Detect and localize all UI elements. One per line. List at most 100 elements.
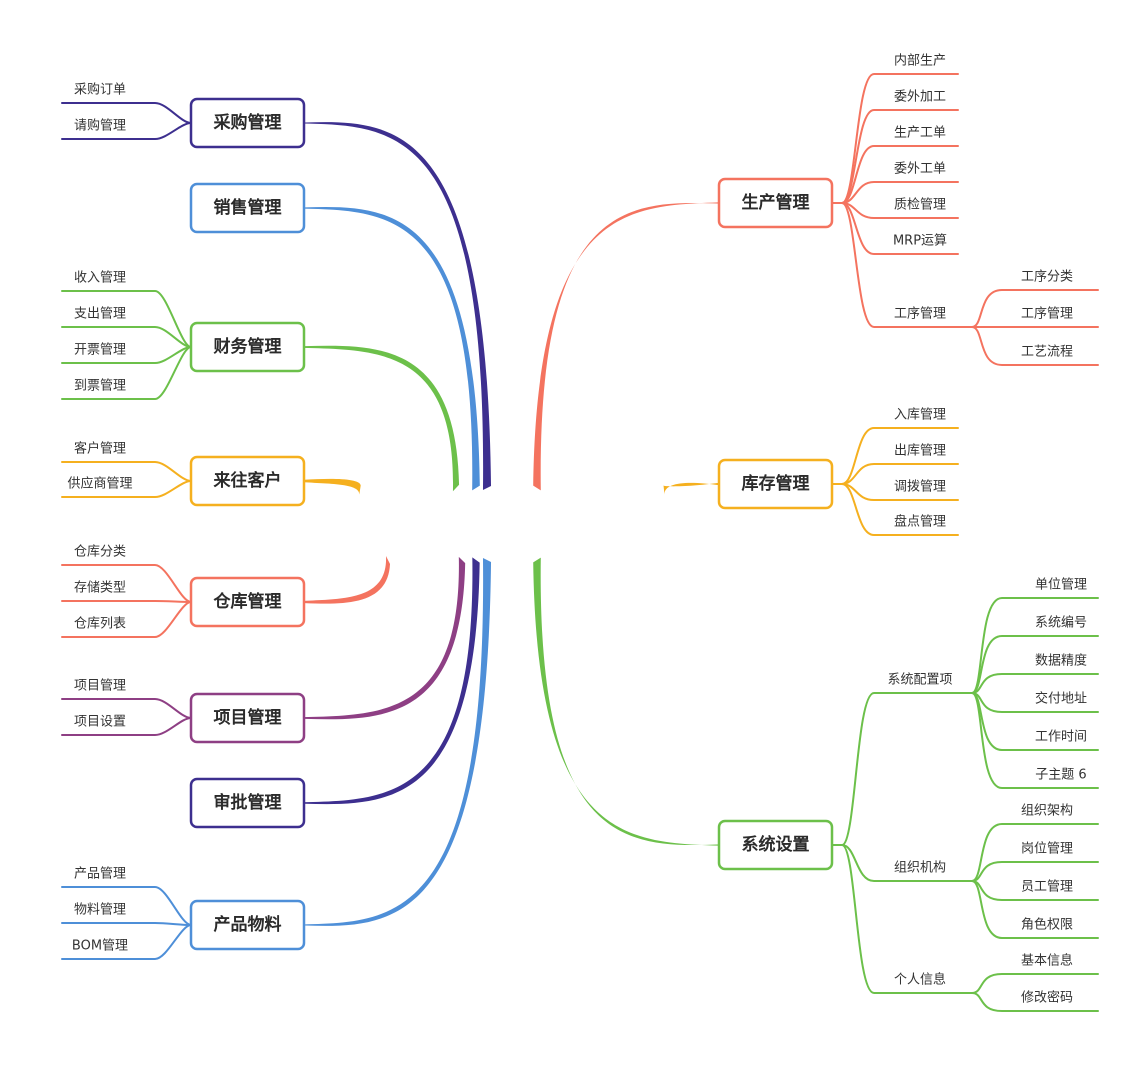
connector-root-left-0 xyxy=(302,122,492,491)
leaf-left-5-1: 项目设置 xyxy=(74,715,126,730)
leaf-connector-left-7-1 xyxy=(61,922,192,926)
main-node-label: 库存管理 xyxy=(742,473,810,494)
subleaf-right-0-6-1: 工序管理 xyxy=(1021,307,1073,322)
main-node-left-3[interactable]: 来往客户 xyxy=(189,455,306,507)
leaf-right-2-1: 组织机构 xyxy=(894,861,946,876)
main-node-label: 采购管理 xyxy=(213,112,282,133)
leaf-connector-left-7-0 xyxy=(61,886,192,926)
subleaf-right-2-2-1: 修改密码 xyxy=(1021,990,1073,1006)
leaf-left-0-0: 采购订单 xyxy=(74,82,126,98)
leaf-connector-left-5-0 xyxy=(61,698,192,719)
leaf-right-2-2: 个人信息 xyxy=(894,972,946,988)
connector-root-left-2 xyxy=(303,345,460,492)
connector-root-left-3 xyxy=(303,478,361,495)
main-node-label: 仓库管理 xyxy=(213,591,282,612)
leaf-right-1-1: 出库管理 xyxy=(894,443,946,459)
subleaf-connector-right-0-6-2 xyxy=(971,326,1099,366)
leaf-left-4-1: 存储类型 xyxy=(74,581,126,596)
subleaf-connector-right-2-1-1 xyxy=(971,861,1099,882)
leaf-connector-right-2-2 xyxy=(831,844,973,994)
connector-root-left-7 xyxy=(302,557,492,926)
leaf-left-5-0: 项目管理 xyxy=(74,679,126,694)
subleaf-right-2-0-5: 子主题 6 xyxy=(1035,768,1086,783)
subleaf-connector-right-2-0-5 xyxy=(971,692,1099,789)
main-node-label: 来往客户 xyxy=(213,470,282,491)
subleaf-right-2-0-4: 工作时间 xyxy=(1035,730,1087,745)
leaf-connector-left-3-1 xyxy=(61,480,192,498)
connector-root-right-2 xyxy=(533,557,721,846)
subleaf-right-2-0-1: 系统编号 xyxy=(1035,616,1087,631)
leaf-right-0-4: 质检管理 xyxy=(894,198,946,213)
main-node-label: 财务管理 xyxy=(213,336,282,357)
main-node-label: 销售管理 xyxy=(214,197,282,218)
main-node-left-2[interactable]: 财务管理 xyxy=(189,321,306,373)
leaf-connector-left-4-0 xyxy=(61,564,192,603)
leaf-connector-right-1-3 xyxy=(831,483,959,536)
main-node-left-1[interactable]: 销售管理 xyxy=(189,182,306,234)
leaf-left-3-0: 客户管理 xyxy=(74,441,126,457)
subleaf-connector-right-2-0-0 xyxy=(971,597,1099,694)
leaf-left-7-1: 物料管理 xyxy=(74,903,126,918)
subleaf-connector-right-2-0-2 xyxy=(971,673,1099,694)
leaf-right-1-2: 调拨管理 xyxy=(894,480,946,495)
leaf-connector-right-2-0 xyxy=(831,692,973,846)
connectors xyxy=(61,73,1099,1012)
subleaf-right-2-0-3: 交付地址 xyxy=(1035,691,1087,707)
leaf-left-0-1: 请购管理 xyxy=(74,118,126,134)
main-node-right-0[interactable]: 生产管理 xyxy=(717,177,834,229)
leaf-right-0-5: MRP运算 xyxy=(893,234,947,249)
main-node-left-0[interactable]: 采购管理 xyxy=(189,97,306,149)
leaf-right-0-1: 委外加工 xyxy=(894,90,946,105)
connector-root-left-4 xyxy=(303,555,391,604)
subleaf-connector-right-2-0-1 xyxy=(971,635,1099,694)
main-node-right-2[interactable]: 系统设置 xyxy=(717,819,834,871)
leaf-right-0-3: 委外工单 xyxy=(894,162,946,177)
leaf-connector-left-5-1 xyxy=(61,717,192,736)
subleaf-connector-right-2-2-1 xyxy=(971,992,1099,1012)
main-node-right-1[interactable]: 库存管理 xyxy=(717,458,834,510)
leaf-left-2-0: 收入管理 xyxy=(74,271,126,286)
leaf-left-3-1: 供应商管理 xyxy=(67,476,132,492)
subleaf-right-2-1-1: 岗位管理 xyxy=(1021,842,1073,857)
subleaf-connector-right-2-1-0 xyxy=(971,823,1099,882)
leaf-connector-left-3-0 xyxy=(61,461,192,482)
leaf-connector-left-0-0 xyxy=(61,102,192,124)
connector-root-left-6 xyxy=(302,557,480,805)
subleaf-right-2-1-2: 员工管理 xyxy=(1021,880,1073,895)
subleaf-connector-right-2-2-0 xyxy=(971,973,1099,994)
leaf-left-7-0: 产品管理 xyxy=(74,867,126,882)
leaf-connector-right-0-6 xyxy=(831,202,973,328)
main-node-label: 项目管理 xyxy=(214,707,282,728)
connector-root-right-1 xyxy=(663,482,720,495)
subleaf-right-2-1-0: 组织架构 xyxy=(1021,804,1073,819)
leaf-left-4-0: 仓库分类 xyxy=(74,544,126,560)
main-node-label: 系统设置 xyxy=(742,834,810,855)
leaf-right-0-6: 工序管理 xyxy=(894,307,946,322)
leaf-right-1-0: 入库管理 xyxy=(894,407,946,423)
main-node-label: 审批管理 xyxy=(214,792,282,813)
nodes: 采购管理采购订单请购管理销售管理财务管理收入管理支出管理开票管理到票管理来往客户… xyxy=(67,53,1087,1006)
leaf-left-4-2: 仓库列表 xyxy=(74,616,126,632)
leaf-connector-right-0-1 xyxy=(831,109,959,204)
leaf-connector-left-0-1 xyxy=(61,122,192,140)
subleaf-right-2-2-0: 基本信息 xyxy=(1021,953,1073,969)
subleaf-right-0-6-0: 工序分类 xyxy=(1021,270,1073,285)
subleaf-right-2-0-2: 数据精度 xyxy=(1035,653,1087,669)
leaf-connector-left-2-0 xyxy=(61,290,192,348)
main-node-label: 生产管理 xyxy=(742,192,810,213)
main-node-left-7[interactable]: 产品物料 xyxy=(189,899,306,951)
main-node-left-5[interactable]: 项目管理 xyxy=(189,692,306,744)
main-node-label: 产品物料 xyxy=(214,914,282,935)
leaf-connector-left-7-2 xyxy=(61,924,192,960)
leaf-left-2-1: 支出管理 xyxy=(74,307,126,322)
subleaf-right-0-6-2: 工艺流程 xyxy=(1021,345,1073,360)
leaf-left-2-2: 开票管理 xyxy=(74,343,126,358)
leaf-connector-left-4-2 xyxy=(61,601,192,638)
leaf-connector-left-2-1 xyxy=(61,326,192,348)
main-node-left-4[interactable]: 仓库管理 xyxy=(189,576,306,628)
subleaf-connector-right-2-1-3 xyxy=(971,880,1099,939)
leaf-connector-left-2-3 xyxy=(61,346,192,400)
main-node-left-6[interactable]: 审批管理 xyxy=(189,777,306,829)
leaf-left-7-2: BOM管理 xyxy=(72,939,128,954)
